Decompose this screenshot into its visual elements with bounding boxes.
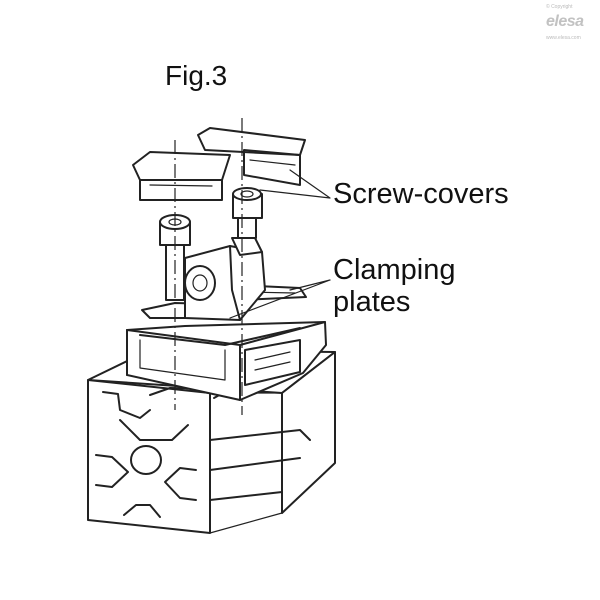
label-clamping: Clamping: [333, 254, 456, 286]
website-text: www.elesa.com: [546, 35, 581, 41]
figure-title: Fig.3: [165, 60, 228, 91]
leader-screw-covers: [259, 169, 331, 199]
elesa-logo: © Copyright elesa www.elesa.com: [542, 4, 594, 44]
screw-left: [159, 214, 191, 301]
copyright-text: © Copyright: [546, 4, 573, 10]
lower-housing: [126, 321, 327, 401]
leader-clamping-plates: [229, 279, 331, 319]
label-screw-covers: Screw-covers: [333, 178, 509, 210]
screw-cover-left: [132, 151, 231, 201]
screw-right: [232, 187, 263, 239]
aluminium-profile: [87, 349, 336, 534]
brand-text: elesa: [546, 13, 584, 30]
label-plates: plates: [333, 286, 411, 318]
knuckle-bracket: [184, 237, 266, 321]
screw-cover-right: [197, 127, 306, 186]
